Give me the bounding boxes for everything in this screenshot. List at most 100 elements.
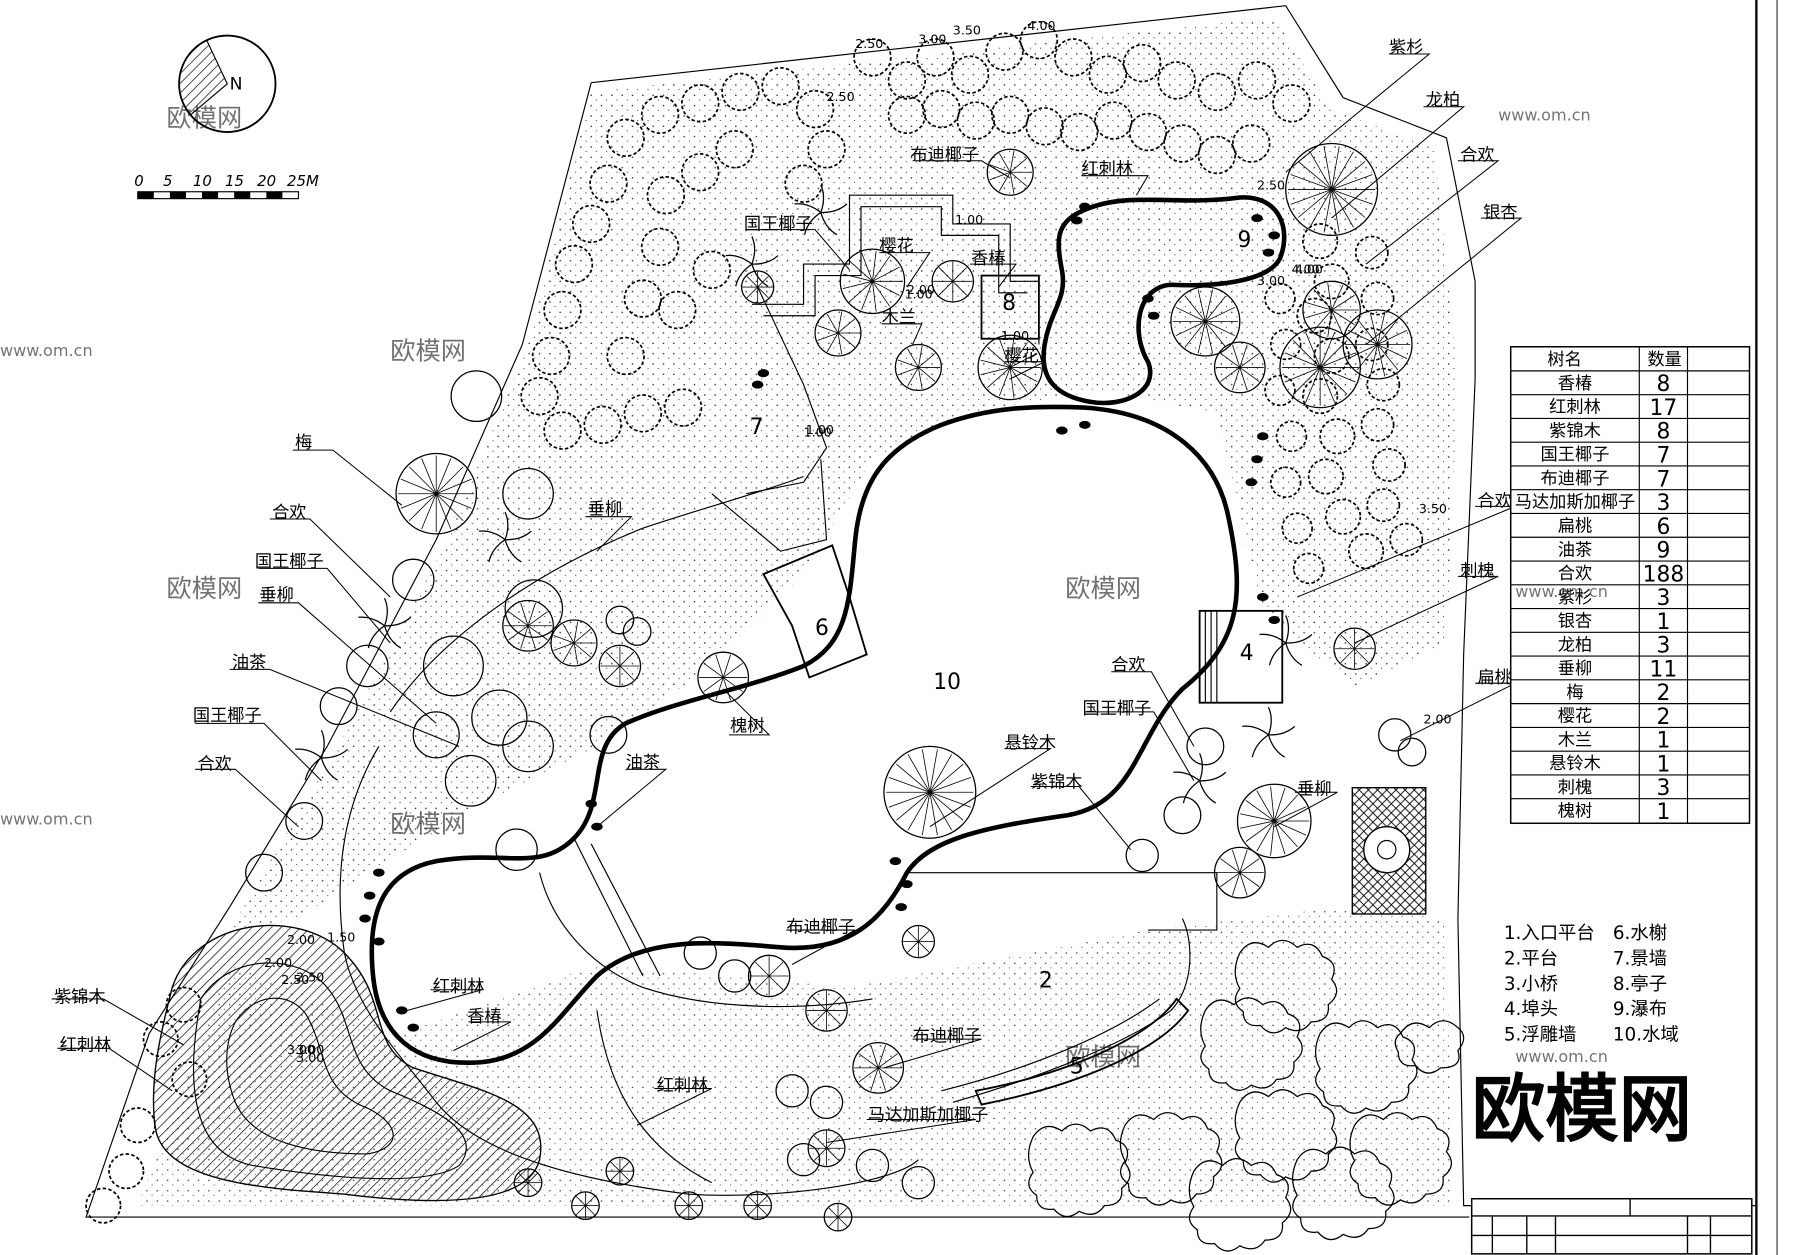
palm-frond: [1199, 780, 1217, 804]
ground-texture: [229, 17, 1458, 931]
plant-label: 垂柳: [1297, 780, 1331, 800]
rock: [359, 914, 371, 923]
rock: [1079, 420, 1091, 429]
elevation-markers: 2.50 3.00 3.50 4.00 2.00 3.00 2.50 2.50 …: [264, 18, 1452, 1065]
legend-item: 1.入口平台: [1504, 923, 1595, 944]
walkway: [573, 837, 644, 977]
table-cell-quantity: 2: [1656, 681, 1670, 706]
tree-sunburst-canopy: [807, 1129, 846, 1168]
palm-frond: [751, 255, 779, 265]
zone-label: 10: [933, 670, 961, 695]
zone-label: 5: [1070, 1055, 1084, 1080]
zone-label: 4: [1240, 641, 1254, 666]
palm-frond: [1268, 642, 1287, 666]
tree-sunburst-canopy: [1333, 627, 1376, 671]
elevation: 4.00: [1291, 261, 1319, 276]
plant-label: 龙柏: [1426, 91, 1460, 111]
zone-label: 2: [1039, 968, 1053, 993]
table-cell-quantity: 8: [1656, 420, 1670, 445]
elevation: 1.50: [327, 930, 355, 945]
scale-tick: 15: [225, 172, 244, 190]
elevation: 3.00: [918, 32, 946, 47]
elevation: 1.00: [905, 287, 933, 302]
legend-item: 9.瀑布: [1613, 999, 1667, 1020]
palm-frond: [1251, 734, 1269, 758]
dock-4: [1198, 609, 1284, 704]
table-cell-quantity: 7: [1656, 467, 1670, 492]
tree-canopy: [245, 370, 1427, 1200]
rock: [757, 369, 770, 378]
walkway: [596, 1010, 712, 1184]
elevation: 2.50: [281, 972, 309, 987]
tree-sunburst-canopy: [839, 248, 906, 315]
tree-sunburst-canopy: [852, 1041, 905, 1094]
rockwork: [359, 202, 1280, 1032]
plant-label: 樱花: [1004, 347, 1038, 367]
watermark: 欧模网: [390, 809, 466, 838]
tree-sunburst-canopy: [986, 148, 1034, 196]
palm-frond: [1268, 725, 1296, 736]
rock: [1251, 214, 1263, 223]
plant-label: 合欢: [1111, 656, 1145, 676]
palm-frond: [820, 203, 848, 214]
table-cell-species: 国王椰子: [1541, 445, 1610, 465]
scale-tick: 10: [193, 172, 212, 190]
zone-label: 6: [815, 616, 829, 641]
table-cell-quantity: 3: [1656, 586, 1670, 611]
plant-label: 马达加斯加椰子: [868, 1106, 989, 1126]
plant-label: 国王椰子: [1083, 699, 1152, 719]
elevation: 1.00: [955, 212, 983, 227]
tree-sunburst-canopy: [1170, 286, 1241, 357]
palm-frond: [504, 539, 522, 563]
table-cell-species: 马达加斯加椰子: [1515, 493, 1636, 513]
table-cell-quantity: 188: [1643, 562, 1685, 587]
table-cell-quantity: 3: [1656, 776, 1670, 801]
watermarks: 欧模网 欧模网 欧模网 欧模网 欧模网 欧模网 www.om.cn www.om…: [0, 103, 1608, 1071]
tree-palm: [295, 184, 1313, 804]
scale-tick: 0: [134, 172, 143, 190]
table-cell-species: 龙柏: [1558, 635, 1592, 655]
palm-frond: [1242, 725, 1269, 736]
table-header: 树名: [1547, 350, 1581, 370]
title-block: [1470, 1197, 1753, 1255]
table-cell-species: 合欢: [1558, 564, 1592, 584]
rock: [1071, 216, 1083, 225]
north-label: N: [230, 75, 243, 95]
palm-frond: [1285, 634, 1313, 644]
table-cell-species: 紫杉: [1558, 588, 1592, 608]
palm-frond: [1173, 771, 1201, 782]
walkway: [941, 998, 1160, 1092]
palm-frond: [295, 748, 322, 759]
rock: [407, 1023, 420, 1032]
rock: [895, 903, 907, 912]
elevation: 3.00: [296, 1042, 324, 1057]
table-cell-quantity: 1: [1656, 610, 1670, 635]
table-cell-quantity: 6: [1656, 515, 1670, 540]
palm-frond: [320, 730, 325, 759]
legend-item: 4.埠头: [1504, 999, 1558, 1020]
brand-watermark: 欧模网: [1472, 1067, 1692, 1152]
zone-label: 7: [750, 415, 764, 440]
table-cell-quantity: 1: [1656, 752, 1670, 777]
tree-sunburst-canopy: [571, 1191, 600, 1221]
table-header: 数量: [1647, 350, 1681, 370]
rock: [585, 799, 597, 808]
tree-sunburst-canopy: [502, 599, 554, 652]
plant-label: 油茶: [232, 653, 266, 673]
palm-frond: [478, 530, 506, 541]
walkway: [389, 475, 804, 713]
palm-frond: [1199, 752, 1204, 782]
legend-item: 5.浮雕墙: [1504, 1024, 1577, 1045]
watermark: 欧模网: [1065, 1043, 1141, 1072]
plant-label: 樱花: [879, 236, 913, 256]
rock: [1142, 294, 1154, 303]
watermark: 欧模网: [390, 336, 466, 365]
plant-label: 红刺林: [1081, 160, 1133, 180]
tree-sunburst-canopy: [814, 309, 862, 357]
walkway: [538, 872, 873, 1008]
plant-label: 香椿: [971, 249, 1005, 269]
plant-label: 合欢: [1460, 146, 1494, 166]
plant-label: 紫锦木: [1031, 773, 1083, 793]
table-cell-species: 红刺林: [1549, 398, 1601, 418]
elevation: 2.00: [907, 282, 935, 297]
